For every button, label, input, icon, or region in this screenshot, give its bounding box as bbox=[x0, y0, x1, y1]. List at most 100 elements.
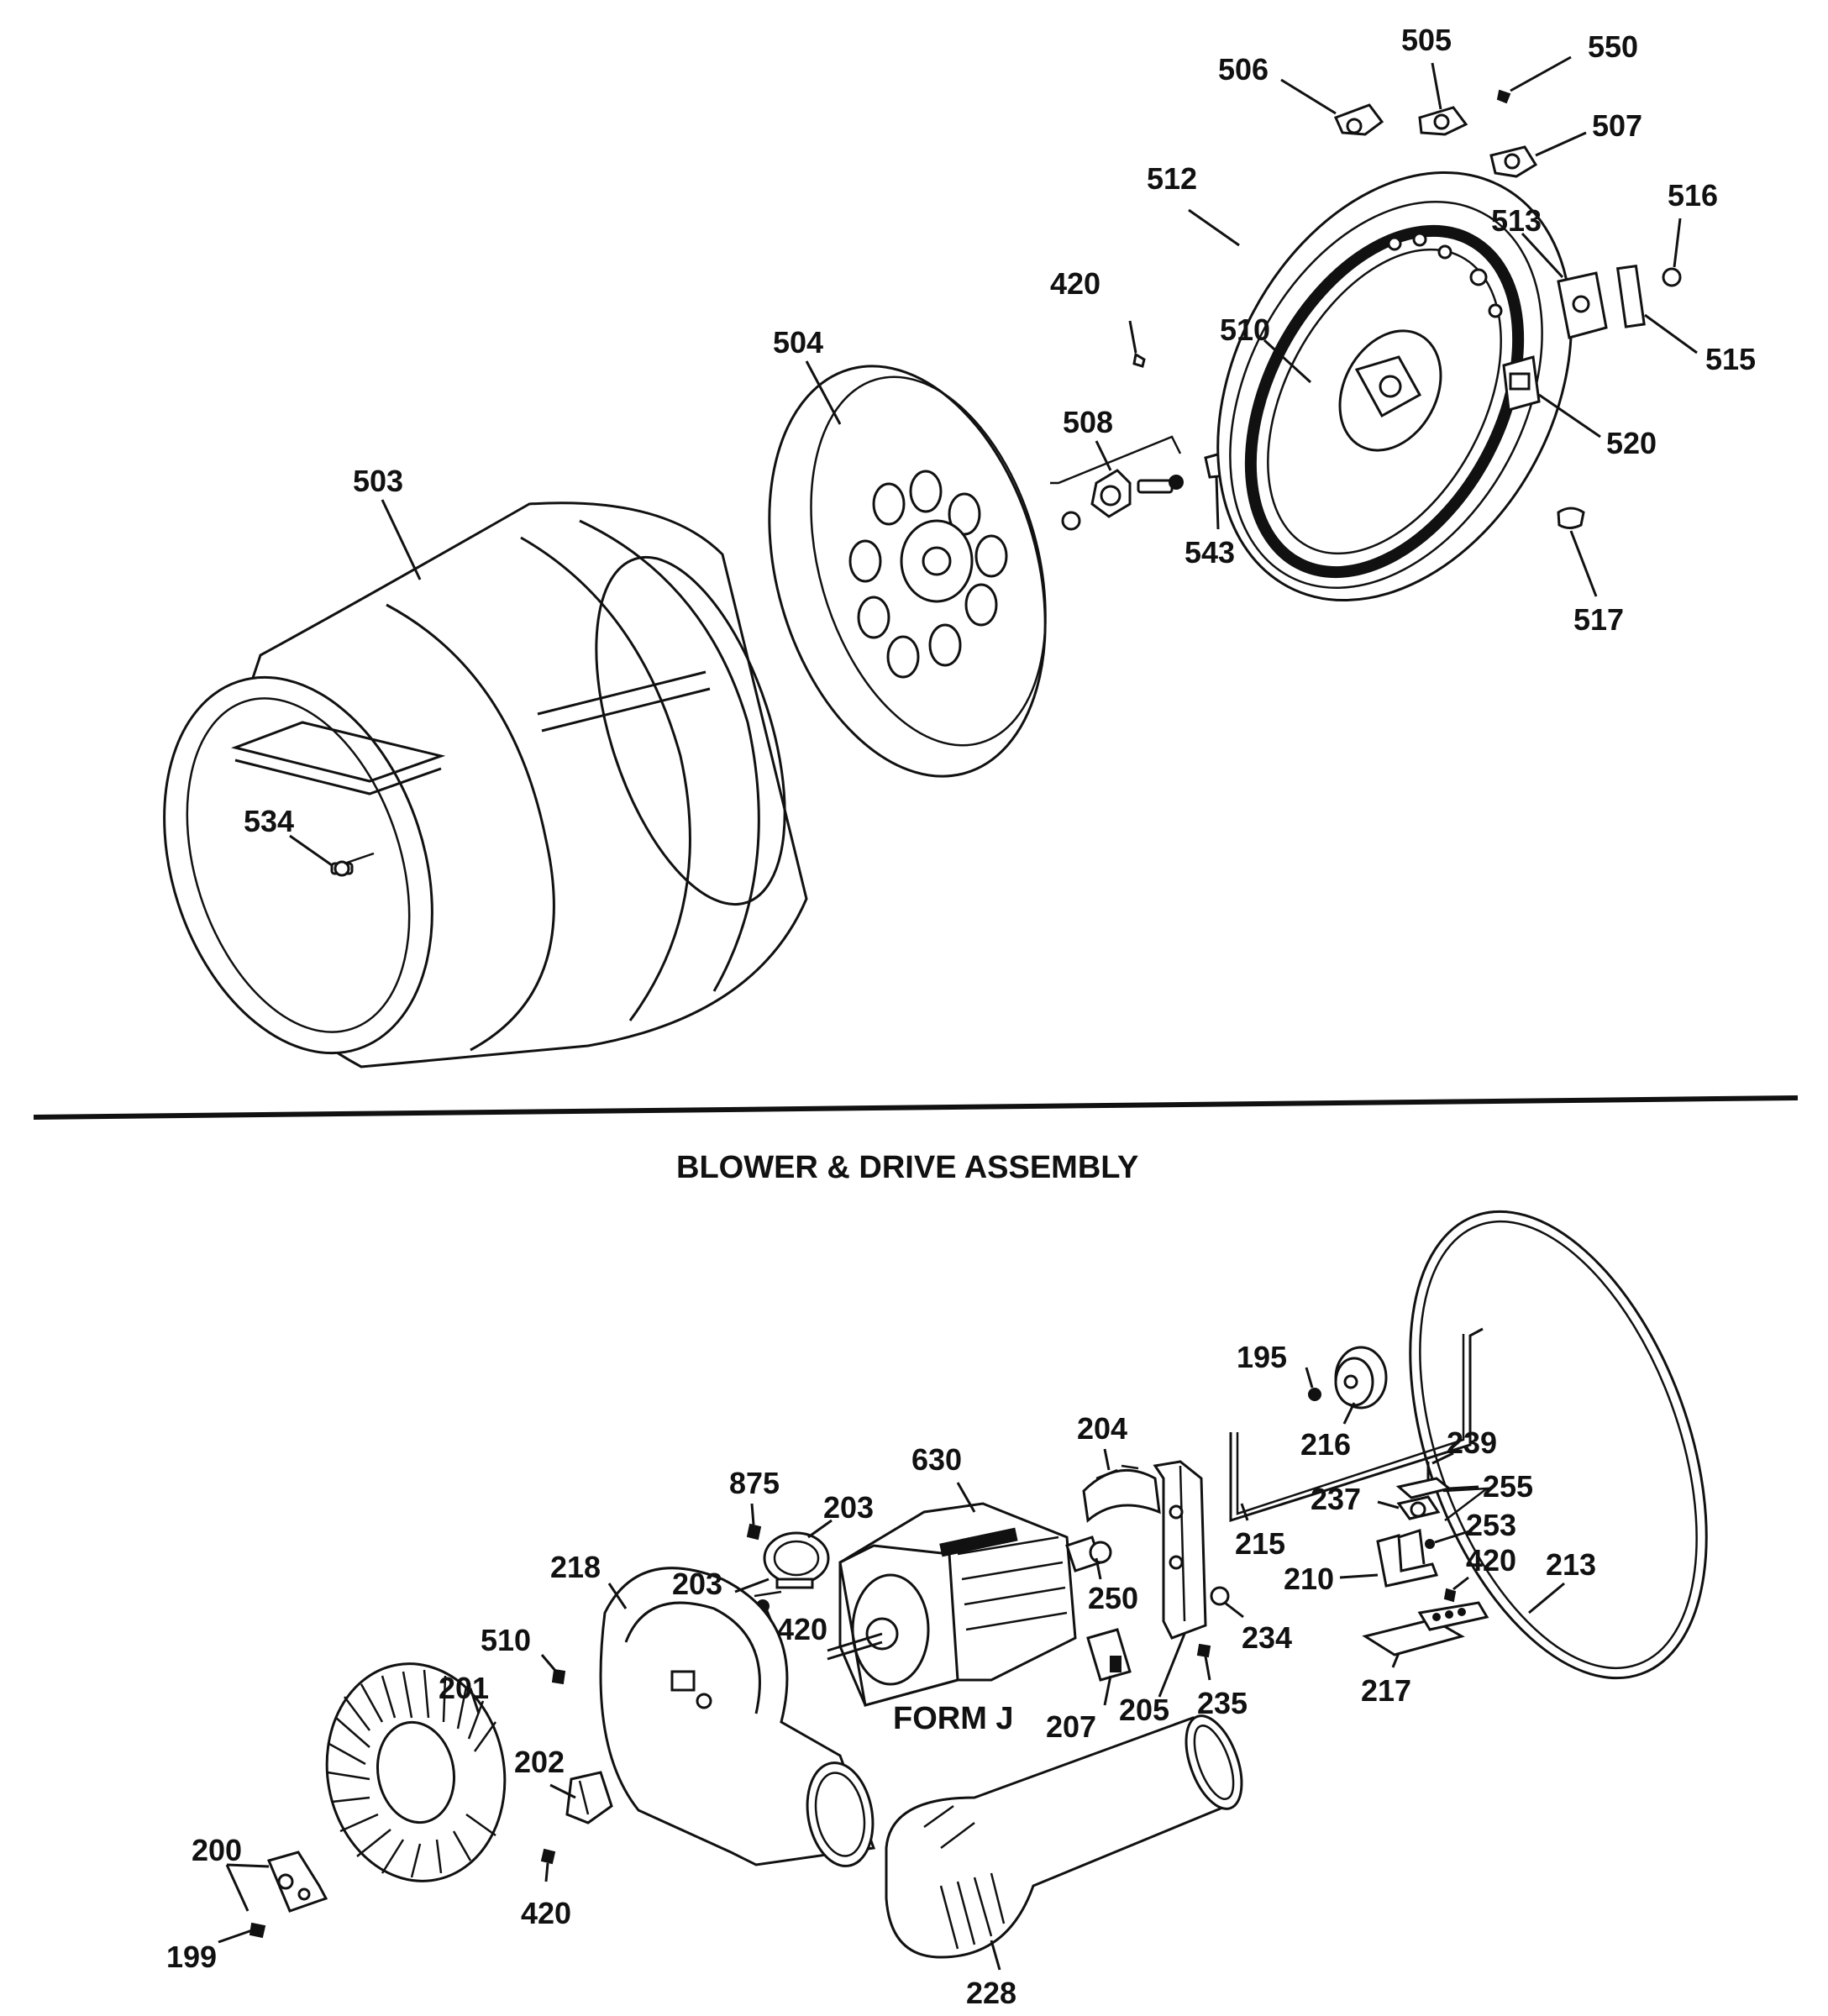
label-520: 520 bbox=[1606, 426, 1657, 460]
label-503: 503 bbox=[353, 464, 403, 498]
leader-550 bbox=[1510, 55, 1572, 92]
drum-503 bbox=[163, 501, 808, 1068]
leader-504 bbox=[805, 360, 842, 425]
leader-420-right bbox=[1452, 1576, 1469, 1591]
leader-506 bbox=[1280, 78, 1337, 115]
label-202: 202 bbox=[514, 1745, 565, 1779]
label-207: 207 bbox=[1046, 1709, 1096, 1744]
leader-253 bbox=[1434, 1529, 1473, 1544]
label-203-lower: 203 bbox=[672, 1567, 722, 1601]
label-250: 250 bbox=[1088, 1581, 1138, 1615]
spring-237 bbox=[1396, 1495, 1441, 1520]
blower-housing-218 bbox=[599, 1567, 876, 1867]
leader-207 bbox=[1103, 1675, 1112, 1706]
label-218: 218 bbox=[550, 1550, 601, 1584]
label-195: 195 bbox=[1237, 1340, 1287, 1374]
label-508: 508 bbox=[1063, 405, 1113, 439]
leader-218 bbox=[607, 1583, 628, 1609]
label-205: 205 bbox=[1119, 1693, 1169, 1727]
leader-513 bbox=[1521, 232, 1564, 279]
leader-505 bbox=[1431, 62, 1442, 110]
leader-215 bbox=[1240, 1503, 1249, 1521]
label-512: 512 bbox=[1147, 161, 1197, 196]
leader-200-a bbox=[226, 1863, 270, 1868]
label-516: 516 bbox=[1668, 178, 1718, 213]
switch-207 bbox=[1086, 1628, 1132, 1682]
label-204: 204 bbox=[1077, 1411, 1127, 1446]
leader-515 bbox=[1644, 313, 1698, 354]
bracket-217 bbox=[1362, 1601, 1489, 1656]
leader-508 bbox=[1095, 440, 1112, 471]
bracket-210 bbox=[1376, 1529, 1439, 1588]
label-235: 235 bbox=[1197, 1686, 1248, 1720]
screw-510-lower bbox=[551, 1668, 566, 1685]
shaft-hardware-508 bbox=[1050, 435, 1184, 531]
idler-pulley-216 bbox=[1334, 1346, 1388, 1410]
motor-bracket-205 bbox=[1153, 1460, 1207, 1640]
label-420-upper: 420 bbox=[1050, 266, 1100, 301]
label-875: 875 bbox=[729, 1466, 780, 1500]
motor-clip-203 bbox=[763, 1531, 830, 1589]
rear-bulkhead-512 bbox=[1216, 171, 1573, 602]
leader-235 bbox=[1204, 1656, 1211, 1681]
label-517: 517 bbox=[1573, 602, 1624, 637]
label-217: 217 bbox=[1361, 1673, 1411, 1708]
nut-516 bbox=[1662, 267, 1682, 287]
leader-205 bbox=[1158, 1633, 1186, 1698]
leader-203-lower bbox=[734, 1578, 770, 1593]
roller-507 bbox=[1489, 145, 1538, 178]
glide-517 bbox=[1557, 507, 1585, 529]
leader-255 bbox=[1448, 1485, 1479, 1490]
leader-237 bbox=[1377, 1500, 1400, 1509]
section-title: BLOWER & DRIVE ASSEMBLY bbox=[676, 1150, 1138, 1185]
label-199: 199 bbox=[166, 1940, 217, 1974]
label-513: 513 bbox=[1491, 203, 1542, 238]
leader-516 bbox=[1673, 218, 1682, 268]
exhaust-duct-228 bbox=[885, 1714, 1243, 1959]
motor-630 bbox=[827, 1502, 1112, 1707]
leader-200-b bbox=[225, 1864, 250, 1912]
label-228: 228 bbox=[966, 1976, 1016, 2010]
form-label: FORM J bbox=[893, 1701, 1014, 1736]
screw-420-lower bbox=[540, 1848, 556, 1865]
leader-216 bbox=[1342, 1402, 1356, 1425]
screw-199 bbox=[249, 1922, 266, 1939]
label-505: 505 bbox=[1401, 23, 1452, 57]
leader-420-upper bbox=[1128, 320, 1137, 354]
leader-507 bbox=[1535, 131, 1587, 157]
leader-217 bbox=[1391, 1652, 1400, 1668]
leader-543 bbox=[1215, 476, 1220, 530]
leader-512 bbox=[1188, 208, 1240, 247]
screw-875 bbox=[746, 1523, 762, 1541]
label-504: 504 bbox=[773, 325, 823, 360]
leader-234 bbox=[1224, 1601, 1244, 1619]
leader-203-upper bbox=[807, 1519, 833, 1539]
bracket-202 bbox=[565, 1771, 613, 1824]
label-507: 507 bbox=[1592, 108, 1642, 143]
label-255: 255 bbox=[1483, 1469, 1533, 1504]
leader-201 bbox=[469, 1688, 481, 1714]
label-510-upper: 510 bbox=[1220, 312, 1270, 347]
label-420-lower: 420 bbox=[521, 1896, 571, 1930]
label-237: 237 bbox=[1311, 1482, 1361, 1516]
leader-510-upper bbox=[1263, 339, 1312, 384]
leader-228 bbox=[990, 1940, 1001, 1971]
leader-520 bbox=[1538, 393, 1601, 438]
leader-195 bbox=[1305, 1367, 1314, 1389]
leader-534 bbox=[289, 834, 333, 867]
leader-503 bbox=[381, 499, 422, 580]
leader-517 bbox=[1569, 530, 1598, 597]
screw-235 bbox=[1196, 1643, 1211, 1658]
label-210: 210 bbox=[1284, 1562, 1334, 1596]
label-216: 216 bbox=[1300, 1427, 1351, 1462]
label-200: 200 bbox=[192, 1833, 242, 1867]
label-420-motor: 420 bbox=[777, 1612, 827, 1646]
label-543: 543 bbox=[1185, 535, 1235, 570]
roller-506 bbox=[1333, 103, 1384, 136]
label-515: 515 bbox=[1705, 342, 1756, 376]
clip-515 bbox=[1615, 264, 1646, 328]
label-534: 534 bbox=[244, 804, 294, 838]
bracket-200 bbox=[266, 1851, 328, 1913]
section-divider bbox=[33, 1095, 1799, 1120]
leader-199 bbox=[218, 1929, 253, 1944]
